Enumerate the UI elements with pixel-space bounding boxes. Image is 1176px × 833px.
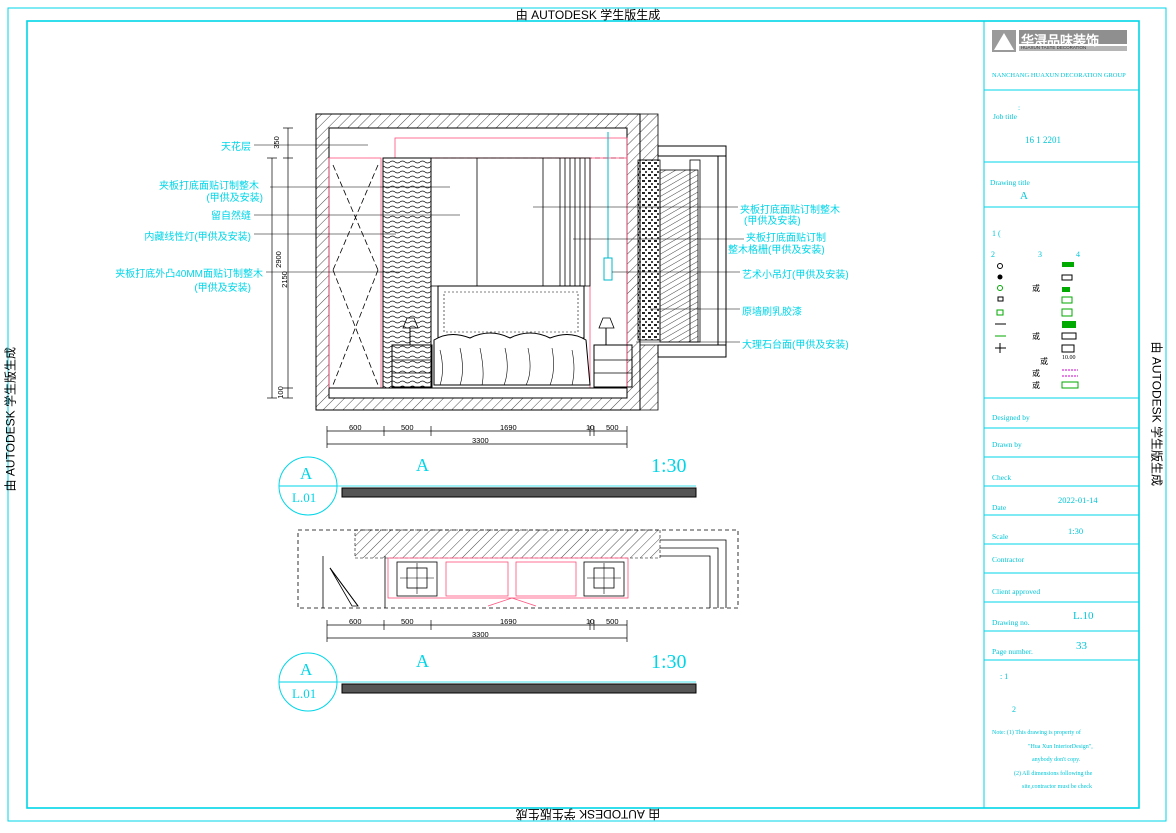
watermark-left: 由 AUTODESK 学生版生成: [3, 347, 18, 492]
leaders-right: [533, 206, 744, 343]
dim-v-2900: 2900: [273, 251, 283, 268]
drawing-title-value: A: [1020, 190, 1028, 202]
notes-line-4: (2) All dimensions following the: [1014, 771, 1093, 777]
notes-line-5: site,contractor must be check: [1022, 784, 1092, 790]
dim-top-600: 600: [349, 423, 362, 432]
section-marker-2: [278, 652, 697, 712]
scale-value: 1:30: [1068, 526, 1084, 536]
annotation-linear-light: 内藏线性灯(甲供及安装): [144, 232, 251, 243]
section1-scale: 1:30: [651, 455, 687, 477]
horizontal-dimension-top: [326, 426, 628, 448]
date-label: Date: [992, 503, 1007, 512]
legend-col-3: 3: [1038, 250, 1042, 259]
dim-bottom-3300: 3300: [472, 630, 489, 639]
note-2: 2: [1012, 705, 1016, 714]
scale-label: Scale: [992, 532, 1009, 541]
annotation-latex-paint: 原墙刷乳胶漆: [742, 307, 802, 318]
annotation-wood-panel: 夹板打底面贴订制整木: [159, 181, 259, 192]
company-name: 华浔品味装饰: [1021, 33, 1100, 48]
dim-bottom-1690: 1690: [500, 617, 517, 626]
job-title-value: 16 1 2201: [1025, 135, 1061, 145]
dim-v-2150: 2150: [279, 271, 289, 288]
check-label: Check: [992, 473, 1012, 482]
dim-bottom-10: 10: [586, 617, 595, 626]
dim-top-500: 500: [401, 423, 414, 432]
annotation-ceiling: 天花层: [221, 142, 251, 153]
annotation-pendant-lamp: 艺术小吊灯(甲供及安装): [742, 270, 849, 281]
titleblock-frame: [983, 20, 1140, 809]
notes-line-2: "Hua Xun InteriorDesign",: [1028, 744, 1093, 750]
legend-or-1: 或: [1032, 284, 1040, 293]
job-title-colon: :: [1018, 103, 1021, 112]
note-1: : 1: [1000, 672, 1009, 681]
company-logo: [992, 30, 1127, 52]
annotation-grille-note: 整木格栅(甲供及安装): [728, 245, 825, 256]
page-number-value: 33: [1076, 640, 1087, 652]
section2-letter: A: [300, 660, 313, 679]
section1-title: A: [416, 455, 429, 475]
annotation-marble-top: 大理石台面(甲供及安装): [742, 340, 849, 351]
section2-scale: 1:30: [651, 651, 687, 673]
legend-or-3: 或: [1040, 357, 1048, 366]
dim-bottom-500: 500: [401, 617, 414, 626]
watermark-top: 由 AUTODESK 学生版生成: [515, 8, 661, 22]
dim-v-100: 100: [275, 386, 285, 399]
legend-symbols: [995, 262, 1079, 389]
drawing-no-label: Drawing no.: [992, 618, 1030, 627]
legend-or-5: 或: [1032, 381, 1040, 390]
legend-value: 10.00: [1062, 355, 1076, 361]
legend-or-4: 或: [1032, 369, 1040, 378]
drawing-no-value: L.10: [1073, 610, 1094, 622]
section1-sheet: L.01: [292, 490, 317, 505]
watermark-right: 由 AUTODESK 学生版生成: [1149, 341, 1164, 486]
annotation-right-wood-panel: 夹板打底面贴订制整木: [740, 205, 840, 216]
dim-top-10: 10: [586, 423, 595, 432]
page-number-label: Page number.: [992, 647, 1033, 656]
annotation-wood-panel-note: (甲供及安装): [206, 193, 263, 204]
legend-or-2: 或: [1032, 332, 1040, 341]
contractor-label: Contractor: [992, 555, 1025, 564]
dim-bottom-500b: 500: [606, 617, 619, 626]
section2-sheet: L.01: [292, 686, 317, 701]
client-approved-label: Client approved: [992, 587, 1041, 596]
annotation-natural-gap: 留自然缝: [211, 211, 251, 222]
dim-top-1690: 1690: [500, 423, 517, 432]
legend-header: 1 (: [992, 229, 1001, 238]
section1-letter: A: [300, 464, 313, 483]
annotation-grille: 夹板打底面贴订制: [746, 233, 826, 244]
section2-title: A: [416, 651, 429, 671]
horizontal-dimension-bottom: [326, 620, 628, 642]
legend-col-2: 2: [991, 250, 995, 259]
dim-top-3300: 3300: [472, 436, 489, 445]
company-subname: HUAXUN TASTE DECORATION: [1021, 45, 1087, 50]
dim-bottom-600: 600: [349, 617, 362, 626]
notes-line-1: Note: (1) This drawing is property of: [992, 730, 1081, 736]
drawing-title-label: Drawing title: [990, 178, 1030, 187]
vertical-dimension: [267, 127, 293, 399]
company-group: NANCHANG HUAXUN DECORATION GROUP: [992, 72, 1126, 79]
annotation-protruding-panel: 夹板打底外凸40MM面贴订制整木: [115, 269, 263, 280]
notes-line-3: anybody don't copy.: [1032, 757, 1081, 763]
job-title-label: Job title: [993, 112, 1017, 121]
dim-v-350: 350: [271, 136, 281, 149]
plan-view: [297, 529, 739, 609]
designed-by-label: Designed by: [992, 413, 1030, 422]
annotation-protruding-panel-note: (甲供及安装): [194, 283, 251, 294]
annotation-right-wood-panel-note: (甲供及安装): [744, 216, 801, 227]
watermark-bottom: 由 AUTODESK 学生版生成: [515, 807, 661, 821]
section-marker-1: [278, 456, 697, 516]
legend-col-4: 4: [1076, 250, 1080, 259]
outer-frame: [7, 7, 1167, 822]
elevation-a: [315, 113, 727, 411]
drawn-by-label: Drawn by: [992, 440, 1022, 449]
dim-top-500b: 500: [606, 423, 619, 432]
date-value: 2022-01-14: [1058, 495, 1098, 505]
